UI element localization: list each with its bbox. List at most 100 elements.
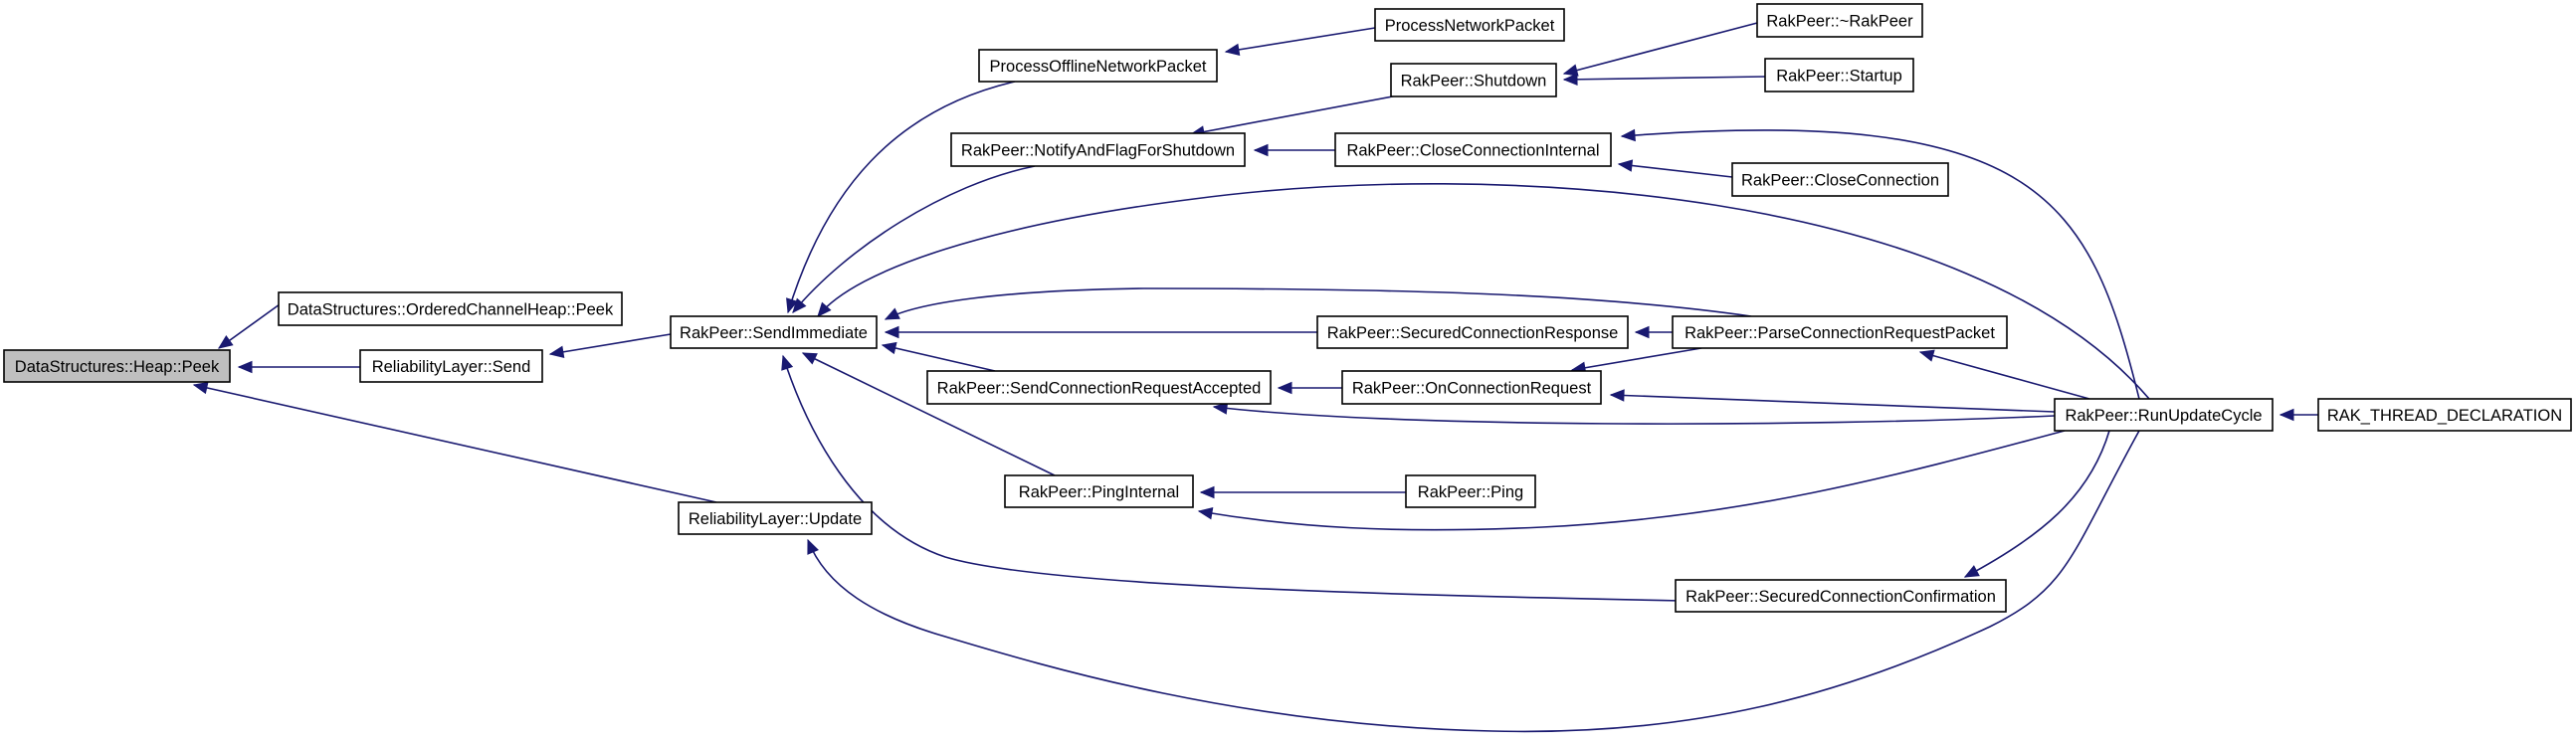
node-box[interactable] xyxy=(1334,132,1612,167)
node-label: ProcessNetworkPacket xyxy=(1385,17,1555,35)
node-parse-conn-req[interactable]: RakPeer::ParseConnectionRequestPacket xyxy=(1672,315,2008,349)
arrowhead xyxy=(1212,402,1229,415)
arrowhead xyxy=(884,307,900,320)
arrowhead xyxy=(192,381,209,395)
edge-parse_conn_req-to-on_conn_req xyxy=(1570,347,1702,374)
node-label: RakPeer::SendImmediate xyxy=(680,324,868,342)
arrowhead xyxy=(548,345,565,358)
node-close-conn-internal[interactable]: RakPeer::CloseConnectionInternal xyxy=(1334,132,1612,167)
node-notify-flag[interactable]: RakPeer::NotifyAndFlagForShutdown xyxy=(950,132,1246,167)
node-box[interactable] xyxy=(1341,370,1602,405)
node-box[interactable] xyxy=(2054,398,2274,432)
arrowhead xyxy=(1199,485,1215,499)
arrowhead xyxy=(881,341,897,355)
edge-ping-to-ping_internal xyxy=(1199,485,1406,499)
edge-line xyxy=(802,352,1056,476)
edge-och_peek-to-heap_peek xyxy=(217,303,281,349)
edge-line xyxy=(1919,351,2090,400)
arrowhead xyxy=(807,538,819,555)
node-box[interactable] xyxy=(1374,8,1565,42)
node-box[interactable] xyxy=(1672,315,2008,349)
edge-line xyxy=(1198,430,2066,531)
node-label: RakPeer::CloseConnectionInternal xyxy=(1346,142,1599,160)
node-label: RakPeer::OnConnectionRequest xyxy=(1352,380,1592,398)
edge-close_conn_internal-to-notify_flag xyxy=(1253,143,1335,157)
node-box[interactable] xyxy=(1731,162,1949,197)
edge-line xyxy=(817,183,2150,400)
arrowhead xyxy=(1617,159,1634,172)
node-on-conn-req[interactable]: RakPeer::OnConnectionRequest xyxy=(1341,370,1602,405)
node-send-conn-req-acc[interactable]: RakPeer::SendConnectionRequestAccepted xyxy=(926,370,1272,405)
node-secured-conn-conf[interactable]: RakPeer::SecuredConnectionConfirmation xyxy=(1675,579,2007,613)
edge-line xyxy=(1618,163,1733,178)
edge-rl_update-to-heap_peek xyxy=(192,381,717,503)
arrowhead xyxy=(1277,381,1292,395)
node-box[interactable] xyxy=(1405,474,1536,508)
node-box[interactable] xyxy=(278,291,623,326)
node-box[interactable] xyxy=(926,370,1272,405)
node-startup[interactable]: RakPeer::Startup xyxy=(1764,58,1914,93)
arrowhead xyxy=(786,297,798,314)
node-box[interactable] xyxy=(1756,3,1923,38)
node-label: ReliabilityLayer::Update xyxy=(689,510,862,528)
node-process-offline[interactable]: ProcessOfflineNetworkPacket xyxy=(978,49,1218,83)
edge-parse_conn_req-to-secured_conn_resp xyxy=(1634,325,1673,339)
node-label: RakPeer::SecuredConnectionConfirmation xyxy=(1685,588,1996,606)
node-ping[interactable]: RakPeer::Ping xyxy=(1405,474,1536,508)
edge-line xyxy=(193,384,717,503)
node-rl-send[interactable]: ReliabilityLayer::Send xyxy=(359,349,543,383)
node-box[interactable] xyxy=(678,501,873,535)
node-label: RakPeer::RunUpdateCycle xyxy=(2065,407,2262,425)
edge-process_offline-to-send_immediate xyxy=(786,81,1016,314)
edge-line xyxy=(792,165,1036,313)
node-box[interactable] xyxy=(1390,63,1557,97)
node-shutdown[interactable]: RakPeer::Shutdown xyxy=(1390,63,1557,97)
node-label: DataStructures::OrderedChannelHeap::Peek xyxy=(288,301,614,319)
node-box[interactable] xyxy=(3,349,231,383)
node-close-conn[interactable]: RakPeer::CloseConnection xyxy=(1731,162,1949,197)
node-heap-peek[interactable]: DataStructures::Heap::Peek xyxy=(3,349,231,383)
node-label: DataStructures::Heap::Peek xyxy=(15,358,220,376)
edge-run_update-to-close_conn_internal xyxy=(1620,128,2140,400)
edge-line xyxy=(1610,394,2056,413)
node-box[interactable] xyxy=(1004,474,1194,508)
edge-line xyxy=(882,344,996,372)
node-thread-decl[interactable]: RAK_THREAD_DECLARATION xyxy=(2317,398,2572,432)
node-label: RAK_THREAD_DECLARATION xyxy=(2327,407,2562,425)
node-label: RakPeer::SendConnectionRequestAccepted xyxy=(937,380,1262,398)
node-box[interactable] xyxy=(978,49,1218,83)
node-secured-conn-resp[interactable]: RakPeer::SecuredConnectionResponse xyxy=(1316,315,1629,349)
edge-line xyxy=(1563,76,1766,81)
node-dtor[interactable]: RakPeer::~RakPeer xyxy=(1756,3,1923,38)
edges-layer xyxy=(192,21,2318,733)
node-box[interactable] xyxy=(1764,58,1914,93)
edge-line xyxy=(1225,27,1376,53)
arrowhead xyxy=(1562,73,1578,87)
node-send-immediate[interactable]: RakPeer::SendImmediate xyxy=(670,315,878,349)
arrowhead xyxy=(1224,43,1241,57)
node-label: RakPeer::NotifyAndFlagForShutdown xyxy=(961,142,1235,160)
node-box[interactable] xyxy=(2317,398,2572,432)
node-rl-update[interactable]: ReliabilityLayer::Update xyxy=(678,501,873,535)
node-label: RakPeer::ParseConnectionRequestPacket xyxy=(1684,324,1995,342)
arrowhead xyxy=(2279,408,2294,422)
node-box[interactable] xyxy=(1675,579,2007,613)
edge-line xyxy=(782,355,1683,602)
node-run-update[interactable]: RakPeer::RunUpdateCycle xyxy=(2054,398,2274,432)
arrowhead xyxy=(1918,349,1935,362)
node-och-peek[interactable]: DataStructures::OrderedChannelHeap::Peek xyxy=(278,291,623,326)
arrowhead xyxy=(817,301,832,317)
edge-line xyxy=(1190,93,1404,135)
arrowhead xyxy=(1197,507,1214,520)
arrowhead xyxy=(781,354,794,371)
arrowhead xyxy=(1620,128,1636,142)
node-ping-internal[interactable]: RakPeer::PingInternal xyxy=(1004,474,1194,508)
node-label: RakPeer::Ping xyxy=(1418,483,1523,501)
edge-shutdown-to-notify_flag xyxy=(1189,93,1404,138)
node-box[interactable] xyxy=(950,132,1246,167)
node-box[interactable] xyxy=(359,349,543,383)
node-process-network[interactable]: ProcessNetworkPacket xyxy=(1374,8,1565,42)
node-box[interactable] xyxy=(670,315,878,349)
edge-run_update-to-secured_conn_conf xyxy=(1963,430,2110,578)
node-box[interactable] xyxy=(1316,315,1629,349)
